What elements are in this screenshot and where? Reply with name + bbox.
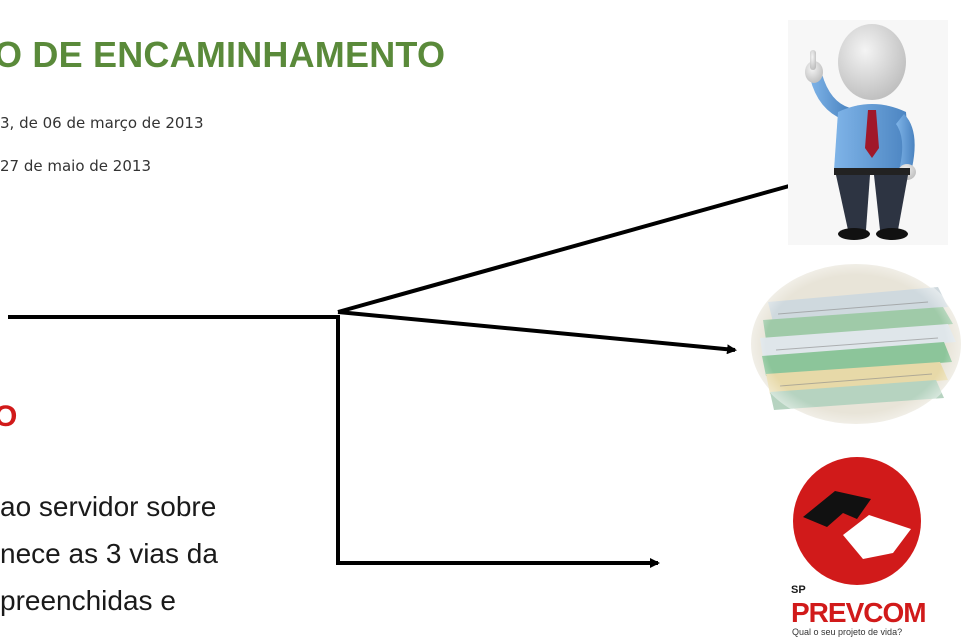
page-title: O DE ENCAMINHAMENTO: [0, 34, 446, 75]
arrow-to-person: [337, 180, 802, 314]
prevcom-logo: SP PREVCOM Qual o seu projeto de vida?: [783, 455, 931, 640]
body-text-line-2: nece as 3 vias da: [0, 538, 218, 569]
businessman-pointing-figure: [788, 20, 948, 245]
arrow-to-documents: [337, 310, 737, 355]
body-text-line-3: preenchidas e: [0, 585, 176, 616]
body-text-line-1: ao servidor sobre: [0, 491, 217, 522]
prevcom-wordmark: PREVCOM: [791, 597, 927, 628]
prevcom-sp-label: SP: [791, 584, 806, 596]
prevcom-tagline: Qual o seu projeto de vida?: [792, 627, 903, 637]
reference-line-2: 27 de maio de 2013: [0, 157, 151, 175]
document-folders-stack: [748, 262, 963, 427]
red-heading-fragment: O: [0, 400, 18, 433]
reference-line-1: 3, de 06 de março de 2013: [0, 114, 204, 132]
